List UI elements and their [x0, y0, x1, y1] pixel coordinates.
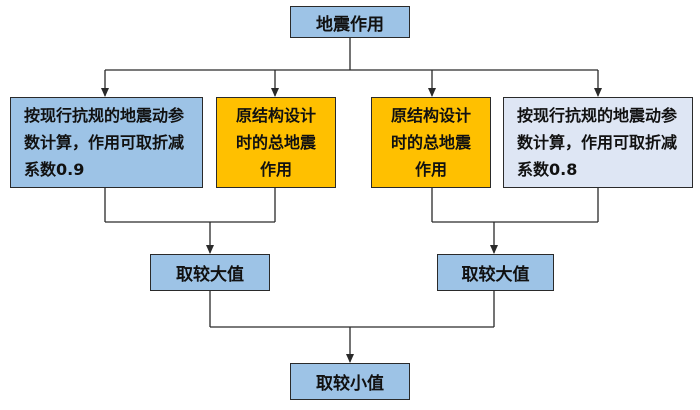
node-right-take-max-label: 取较大值 — [461, 265, 530, 285]
node-right-take-max: 取较大值 — [437, 254, 554, 291]
node-seismic-action: 地震作用 — [290, 6, 410, 38]
node-left-outer-label: 按现行抗规的地震动参数计算，作用可取折减系数0.9 — [24, 106, 185, 179]
node-right-inner-label: 原结构设计时的总地震作用 — [390, 106, 471, 179]
node-right-outer-label: 按现行抗规的地震动参数计算，作用可取折减系数0.8 — [517, 106, 678, 179]
node-left-inner: 原结构设计时的总地震作用 — [216, 97, 336, 188]
node-take-min: 取较小值 — [290, 363, 410, 400]
node-left-inner-label: 原结构设计时的总地震作用 — [235, 106, 316, 179]
node-take-min-label: 取较小值 — [316, 374, 384, 394]
node-right-outer: 按现行抗规的地震动参数计算，作用可取折减系数0.8 — [503, 97, 693, 188]
node-left-outer: 按现行抗规的地震动参数计算，作用可取折减系数0.9 — [10, 97, 203, 188]
node-left-take-max-label: 取较大值 — [176, 265, 244, 285]
node-right-inner: 原结构设计时的总地震作用 — [371, 97, 491, 188]
node-left-take-max: 取较大值 — [150, 254, 270, 291]
node-seismic-action-label: 地震作用 — [316, 14, 384, 35]
